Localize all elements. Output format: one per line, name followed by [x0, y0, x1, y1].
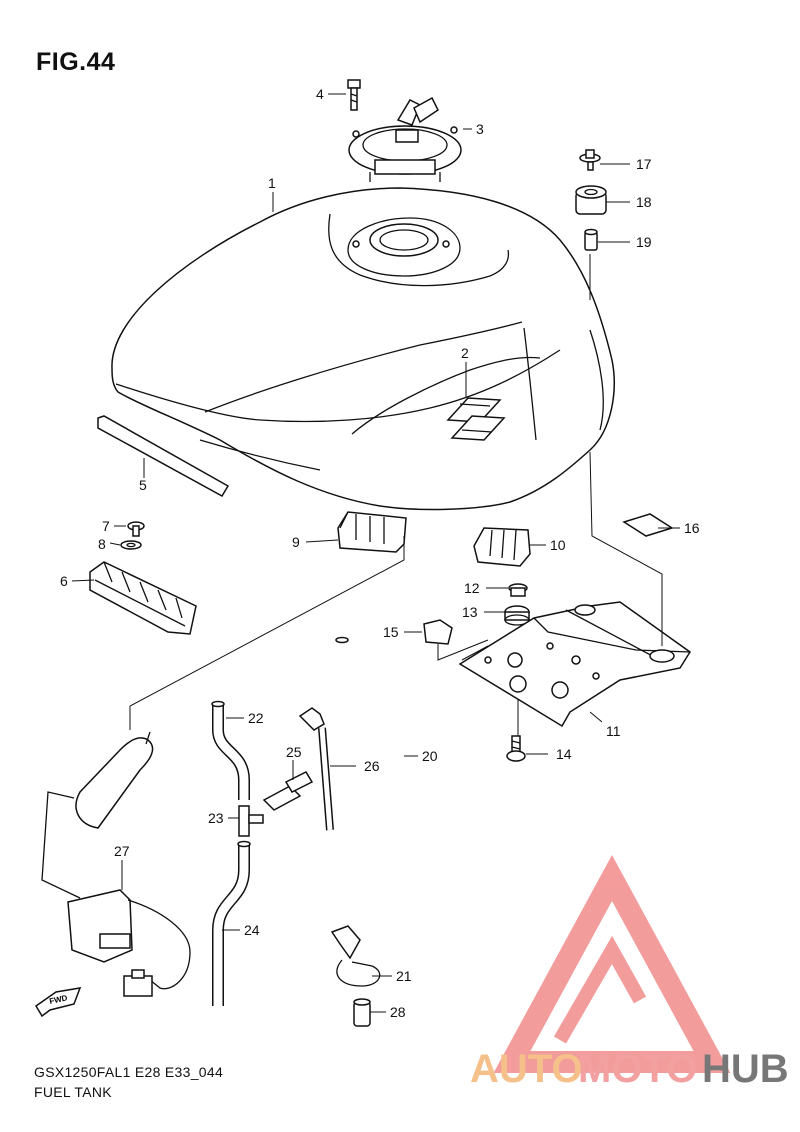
connector-hose-part [262, 771, 314, 811]
watermark-logo-icon [493, 854, 731, 1073]
hose-tee-joint-part [238, 805, 264, 837]
grommet-part [504, 605, 530, 626]
washer-part [120, 540, 142, 550]
hose-clamp-part [330, 925, 381, 987]
figure-name: FUEL TANK [34, 1084, 112, 1100]
callout-3: 3 [476, 121, 484, 137]
callout-25: 25 [286, 744, 302, 760]
block-cushion-part [423, 619, 453, 645]
figure-title: FIG.44 [36, 48, 116, 76]
callout-7: 7 [102, 518, 110, 534]
mount-bolt-part [579, 149, 601, 171]
watermark-moto: MOTO [578, 1047, 697, 1091]
callout-21: 21 [396, 968, 412, 984]
callout-20: 20 [422, 748, 438, 764]
breather-hose-lower-part [212, 840, 251, 1006]
callout-10: 10 [550, 537, 566, 553]
model-code: GSX1250FAL1 E28 E33_044 [34, 1064, 224, 1080]
callout-6: 6 [60, 573, 68, 589]
callout-27: 27 [114, 843, 130, 859]
forward-arrow-icon: FWD [34, 987, 82, 1018]
fuel-level-gauge-part [41, 731, 191, 997]
callout-19: 19 [636, 234, 652, 250]
bracket-bolt-part [506, 735, 526, 762]
callout-14: 14 [556, 746, 572, 762]
callout-24: 24 [244, 922, 260, 938]
callout-12: 12 [464, 580, 480, 596]
callout-28: 28 [390, 1004, 406, 1020]
collar-part [508, 583, 528, 597]
watermark-auto: AUTO [470, 1047, 583, 1091]
callout-13: 13 [462, 604, 478, 620]
watermark-hub: HUB [702, 1047, 789, 1091]
mount-cushion-part [575, 185, 607, 215]
mount-collar-part [584, 228, 598, 251]
callout-8: 8 [98, 536, 106, 552]
pad-part [622, 513, 674, 537]
callout-18: 18 [636, 194, 652, 210]
cap-bolt-part [347, 79, 361, 111]
hose-cap-part [353, 998, 371, 1027]
drain-hose-part [298, 707, 334, 831]
front-cushion-part [337, 511, 407, 553]
callout-26: 26 [364, 758, 380, 774]
rear-cushion-part [473, 527, 531, 567]
callout-11: 11 [606, 723, 621, 739]
watermark-text: AUTO MOTO HUB [470, 1047, 789, 1091]
tank-cushion-part [89, 561, 197, 635]
callout-17: 17 [636, 156, 652, 172]
callout-1: 1 [268, 175, 276, 191]
breather-hose-upper-part [211, 700, 250, 800]
screw-part [127, 521, 145, 537]
leader-lines [71, 93, 680, 1013]
callout-2: 2 [461, 345, 469, 361]
fuel-tank-part [111, 187, 615, 511]
callout-15: 15 [383, 624, 399, 640]
fuel-cap-part [348, 96, 462, 182]
overflow-hose-part [335, 636, 403, 911]
callout-4: 4 [316, 86, 324, 102]
rubber-strip-part [97, 415, 230, 498]
callout-16: 16 [684, 520, 700, 536]
tank-bracket-part [458, 601, 692, 728]
callout-numbers: 1 2 3 4 5 6 7 8 9 10 11 12 13 14 15 16 1… [60, 86, 700, 1020]
callout-22: 22 [248, 710, 264, 726]
callout-9: 9 [292, 534, 300, 550]
callout-5: 5 [139, 477, 147, 493]
fwd-label: FWD [49, 993, 69, 1006]
tank-emblem-part [446, 397, 506, 441]
callout-23: 23 [208, 810, 224, 826]
